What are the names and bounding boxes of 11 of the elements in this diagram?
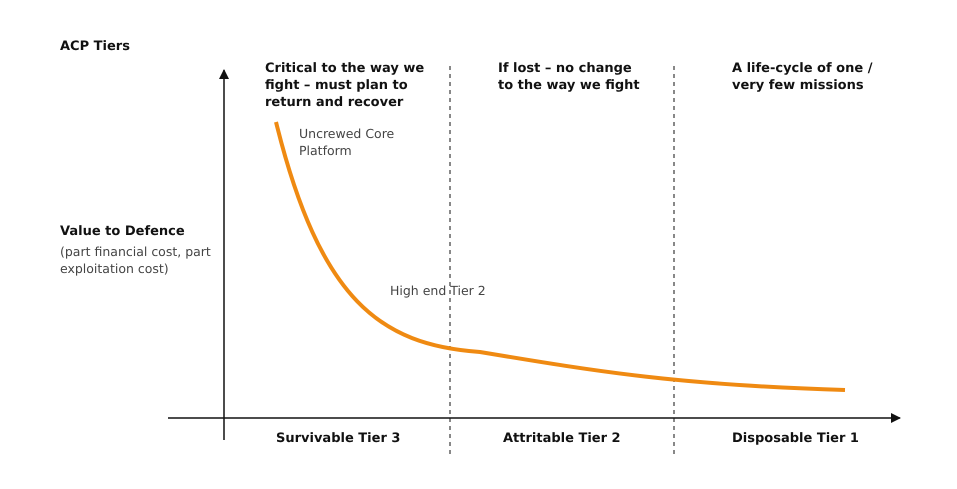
curve-annotation: High end Tier 2 [390,282,486,299]
curve-annotation: Uncrewed Core Platform [299,125,396,159]
tier-label: Survivable Tier 3 [276,430,400,447]
axis-title: Value to Defence [60,223,185,240]
column-heading: If lost – no change to the way we fight [498,60,641,94]
tier-label: Attritable Tier 2 [503,430,621,447]
column-heading: A life-cycle of one / very few missions [732,60,874,94]
diagram-title: ACP Tiers [60,38,130,55]
column-heading: Critical to the way we fight – must plan to return and recover [265,60,426,111]
tier-label: Disposable Tier 1 [732,430,859,447]
axis-subtitle: (part financial cost, part exploitation cost) [60,243,212,277]
